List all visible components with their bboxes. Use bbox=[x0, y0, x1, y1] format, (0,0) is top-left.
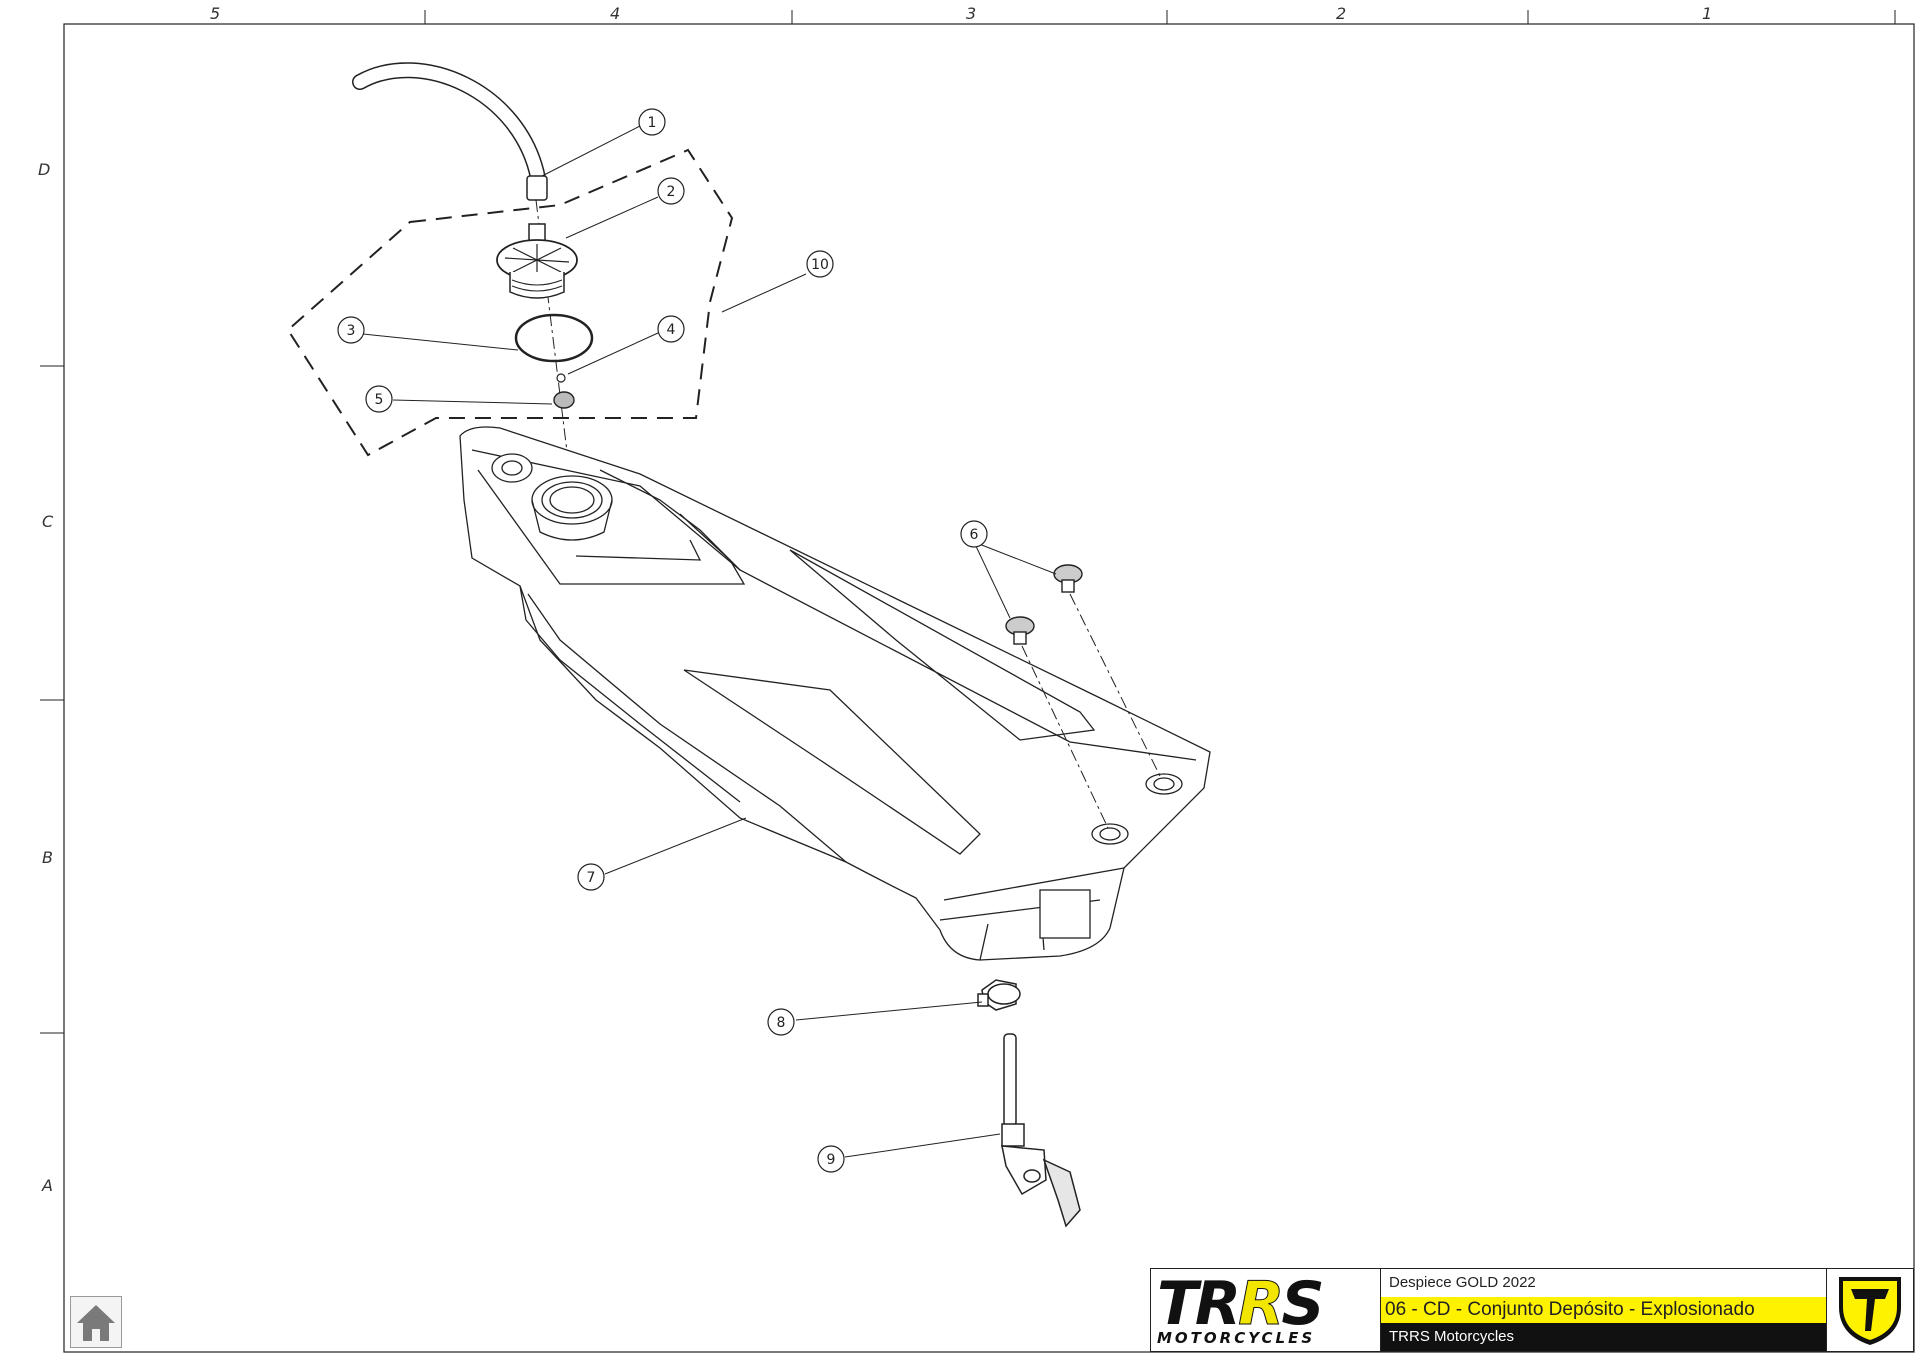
zone-ticks bbox=[40, 10, 1896, 1034]
trrs-logo: TRRS MOTORCYCLES bbox=[1151, 1269, 1381, 1351]
callout-8: 8 bbox=[767, 1008, 795, 1036]
zone-column-4: 4 bbox=[610, 4, 621, 23]
svg-text:7: 7 bbox=[587, 870, 596, 886]
o-ring bbox=[514, 313, 594, 363]
zone-column-1: 1 bbox=[1702, 4, 1713, 23]
svg-text:3: 3 bbox=[347, 323, 356, 339]
brand-subtitle: MOTORCYCLES bbox=[1157, 1329, 1316, 1347]
leader-lines bbox=[362, 125, 1057, 1158]
callout-4: 4 bbox=[657, 315, 685, 343]
callout-5: 5 bbox=[365, 385, 393, 413]
check-ball bbox=[556, 373, 566, 383]
roll-valve bbox=[553, 391, 575, 409]
fuel-cap bbox=[496, 223, 578, 299]
callout-6: 6 bbox=[960, 520, 988, 548]
callout-2: 2 bbox=[657, 177, 685, 205]
svg-text:5: 5 bbox=[375, 392, 384, 408]
kit-outline-dashed bbox=[286, 148, 734, 457]
trrs-t-emblem-icon bbox=[1827, 1269, 1913, 1351]
screw-axis-1 bbox=[1069, 593, 1161, 777]
drawing-frame bbox=[63, 23, 1915, 1353]
zone-column-3: 3 bbox=[966, 4, 977, 23]
callout-10: 10 bbox=[806, 250, 834, 278]
svg-text:9: 9 bbox=[827, 1152, 836, 1168]
svg-text:10: 10 bbox=[811, 257, 829, 273]
fuel-tank bbox=[459, 426, 1211, 961]
home-button[interactable] bbox=[70, 1296, 122, 1348]
home-icon bbox=[77, 1305, 115, 1341]
callout-3: 3 bbox=[337, 316, 365, 344]
screw-axis-2 bbox=[1021, 645, 1109, 829]
tank-screws bbox=[1005, 564, 1083, 645]
zone-row-c: C bbox=[42, 512, 54, 531]
zone-row-a: A bbox=[42, 1176, 53, 1195]
zone-row-d: D bbox=[38, 160, 51, 179]
company-name: TRRS Motorcycles bbox=[1381, 1323, 1826, 1351]
drawing-title: 06 - CD - Conjunto Depósito - Explosiona… bbox=[1381, 1297, 1826, 1323]
breather-hose-inner bbox=[353, 63, 545, 185]
callout-7: 7 bbox=[577, 863, 605, 891]
svg-text:1: 1 bbox=[648, 115, 657, 131]
zone-column-2: 2 bbox=[1336, 4, 1347, 23]
brand-wordmark: TRRS bbox=[1157, 1269, 1325, 1340]
title-block: TRRS MOTORCYCLES Despiece GOLD 2022 06 -… bbox=[1150, 1268, 1914, 1352]
svg-text:4: 4 bbox=[667, 322, 676, 338]
title-info: Despiece GOLD 2022 06 - CD - Conjunto De… bbox=[1381, 1269, 1827, 1351]
fuel-tap bbox=[1001, 1033, 1081, 1228]
svg-text:6: 6 bbox=[970, 527, 979, 543]
document-name: Despiece GOLD 2022 bbox=[1389, 1274, 1536, 1291]
zone-row-b: B bbox=[42, 848, 53, 867]
svg-text:8: 8 bbox=[777, 1015, 786, 1031]
callout-9: 9 bbox=[817, 1145, 845, 1173]
zone-column-5: 5 bbox=[210, 4, 221, 23]
hose-clamp bbox=[977, 979, 1021, 1011]
hose-end bbox=[526, 175, 548, 201]
svg-text:2: 2 bbox=[667, 184, 676, 200]
callout-1: 1 bbox=[638, 108, 666, 136]
